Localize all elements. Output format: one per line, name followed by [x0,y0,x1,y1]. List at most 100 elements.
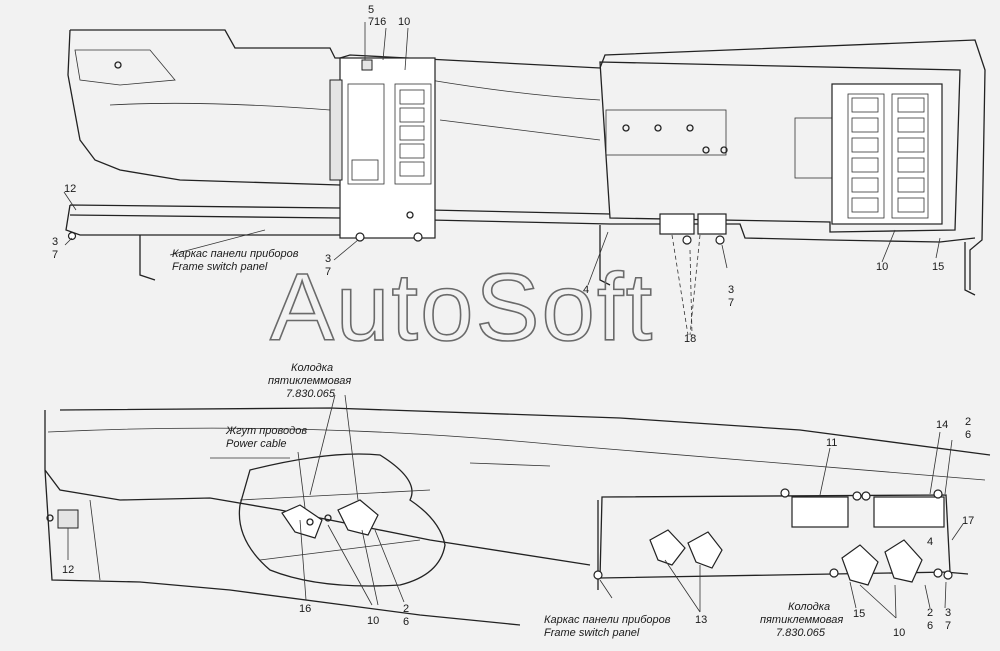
top-caption-leader [169,229,266,256]
left-relay-box [339,57,436,239]
top-leaders-upper [364,22,409,71]
left-box-bolt-2 [413,232,423,242]
top-leader-3-7 [333,239,359,261]
bottom-block-11 [791,496,849,528]
bottom-slots [210,457,551,467]
bottom-block-14 [873,496,945,528]
bottom-label-4: 4 [927,536,933,548]
top-label-3b: 3 [325,253,331,265]
top-caption-en: Frame switch panel [172,261,268,273]
bottom-label-7: 7 [945,620,951,632]
bottom-leaders-left-group [299,519,405,606]
left-box-screw [406,211,414,219]
bottom-label-2c: 2 [927,607,933,619]
top-bolt [114,61,122,69]
left-box-bolt-1 [355,232,365,242]
top-leaders-left [63,191,77,246]
bottom-label-10: 10 [367,615,379,627]
top-left-bracket [139,235,156,281]
bottom-label-11: 11 [826,437,837,449]
top-connector-2 [697,213,727,235]
top-leaders-right [881,229,941,263]
top-left-recess [74,49,176,86]
left-relay-grid [394,83,432,185]
bottom-cable-leader [297,451,306,509]
cable-label-ru: Жгут проводов [225,425,307,437]
bottom-left-edge [89,499,101,581]
left-relay-panel [347,83,385,185]
middle-panel [599,61,961,233]
bottom-label-16: 16 [299,603,311,615]
bottom-label-6b: 6 [965,429,971,441]
bottom-clip-12 [57,509,79,529]
top-right-bracket [964,242,976,296]
top-label-3: 3 [52,236,58,248]
bottom-label-3: 3 [945,607,951,619]
bottom-leaders-bottom-right [849,581,947,619]
bottom-cutaway [238,453,446,587]
top-mid-curve-2 [439,119,601,141]
top-frame-bar [65,204,976,243]
left-box-clip [361,59,373,71]
left-relay-module [351,159,379,181]
top-label-18: 18 [684,333,696,345]
bottom-leader-13 [664,559,701,613]
left-relay-cells [399,89,425,177]
right-relay-cells [847,93,929,219]
top-label-16: 16 [374,16,386,28]
top-assembly-view: 5 7 16 10 12 3 7 3 7 4 3 7 18 10 15 Карк… [52,4,986,345]
top-label-7: 7 [368,16,374,28]
bottom-label-2: 2 [403,603,409,615]
bottom-label-14: 14 [936,419,948,431]
bottom-relays-10 [841,539,923,586]
connector2-label-ru-1: Колодка [788,601,830,613]
top-connector-1 [659,213,695,235]
connector-label-ru-1: Колодка [291,362,333,374]
bottom-label-6: 6 [403,616,409,628]
cable-label-en: Power cable [226,438,287,450]
top-label-7d: 7 [728,297,734,309]
bottom-assembly-view: Колодка пятиклеммовая 7.830.065 Жгут про… [44,362,991,639]
top-label-10b: 10 [876,261,888,273]
bottom-caption-leader [599,579,613,599]
top-label-4: 4 [583,284,589,296]
top-label-10: 10 [398,16,410,28]
top-label-5: 5 [368,4,374,16]
connector2-code: 7.830.065 [776,627,826,639]
top-leader-18 [671,234,701,336]
top-dashboard-outline [67,29,986,290]
bottom-label-17: 17 [962,515,974,527]
bottom-label-15: 15 [853,608,865,620]
connector-label-ru-2: пятиклеммовая [268,375,351,387]
bottom-label-10b: 10 [893,627,905,639]
connector2-label-ru-2: пятиклеммовая [760,614,843,626]
top-leaders-mid [587,231,728,286]
bottom-relays-13 [649,529,723,569]
top-left-curve [109,102,331,111]
bottom-label-2b: 2 [965,416,971,428]
bottom-connector-blocks [281,499,379,539]
watermark: AutoSoft [270,254,654,361]
top-label-7c: 7 [325,266,331,278]
bottom-leaders-top-right [819,431,964,541]
top-label-15: 15 [932,261,944,273]
top-label-7b: 7 [52,249,58,261]
bottom-dashboard-outline [44,407,991,626]
left-relay-side [329,79,343,181]
connector-code: 7.830.065 [286,388,336,400]
top-label-12: 12 [64,183,76,195]
top-label-3c: 3 [728,284,734,296]
bottom-label-6c: 6 [927,620,933,632]
bottom-caption-en: Frame switch panel [544,627,640,639]
top-caption-ru: Каркас панели приборов [172,248,299,260]
bottom-connector-leaders [309,394,359,501]
top-mid-curve [429,79,601,101]
bottom-ridge-1 [47,427,986,481]
bottom-caption-ru: Каркас панели приборов [544,614,671,626]
bottom-label-13: 13 [695,614,707,626]
middle-panel-plate [605,109,727,156]
bottom-cutaway-lines [239,489,431,561]
right-relay-box [831,83,943,225]
